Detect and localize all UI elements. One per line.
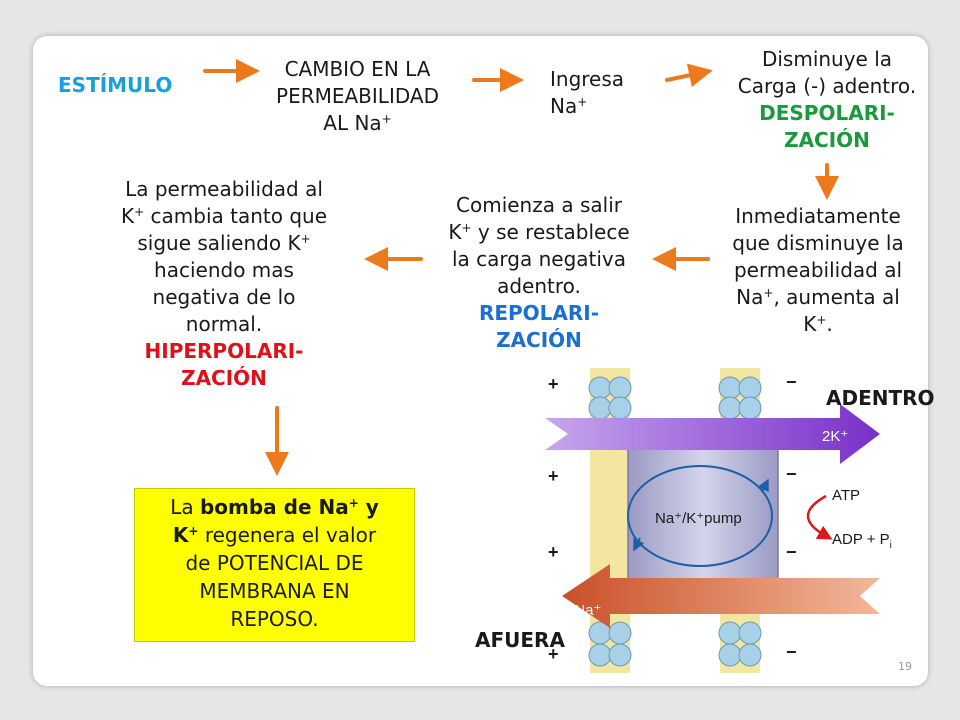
depolarization-text: Disminuye la Carga (-) adentro. DESPOLAR… [708, 46, 946, 154]
na-entry-text: Ingresa Na+ [550, 67, 625, 118]
potassium-label: 2K⁺ [822, 428, 848, 445]
inside-label: ADENTRO [826, 386, 935, 410]
sodium-label: 3Na⁺ [566, 602, 601, 619]
hyperpolarization-text: La permeabilidad al K+ cambia tanto que … [88, 176, 360, 392]
potassium-arrow [545, 404, 880, 464]
plus-sign: + [548, 644, 559, 664]
hyperpolarization-term: HIPERPOLARI- ZACIÓN [144, 339, 304, 390]
sodium-potassium-pump-figure: 2K⁺ 3Na⁺ Na⁺/K⁺pump ATP ADP + Pi + + + +… [545, 368, 892, 673]
outside-label: AFUERA [475, 628, 565, 652]
pump-cycle [627, 465, 773, 567]
pump-summary-box: La bomba de Na+ y K+ regenera el valor d… [134, 488, 415, 642]
plus-sign: + [548, 466, 559, 486]
pump-label: Na⁺/K⁺pump [655, 510, 742, 527]
minus-sign: − [786, 642, 797, 662]
plus-sign: + [548, 374, 559, 394]
plus-sign: + [548, 542, 559, 562]
repolarization-text: Comienza a salir K+ y se restablece la c… [420, 192, 658, 354]
minus-sign: − [786, 542, 797, 562]
sodium-arrow [562, 564, 880, 628]
atp-label: ATP [832, 487, 860, 504]
minus-sign: − [786, 464, 797, 484]
minus-sign: − [786, 372, 797, 392]
depolarization-term: DESPOLARI- ZACIÓN [759, 101, 895, 152]
permeability-swap-text: Inmediatamente que disminuye la permeabi… [732, 204, 904, 336]
permeability-change-text: CAMBIO EN LA PERMEABILIDAD AL Na+ [276, 57, 439, 135]
page-number: 19 [898, 660, 912, 673]
adp-label: ADP + Pi [832, 531, 892, 551]
atp-conversion-arrow [806, 494, 833, 540]
stimulus-label: ESTÍMULO [58, 73, 173, 97]
repolarization-term: REPOLARI- ZACIÓN [478, 301, 600, 352]
